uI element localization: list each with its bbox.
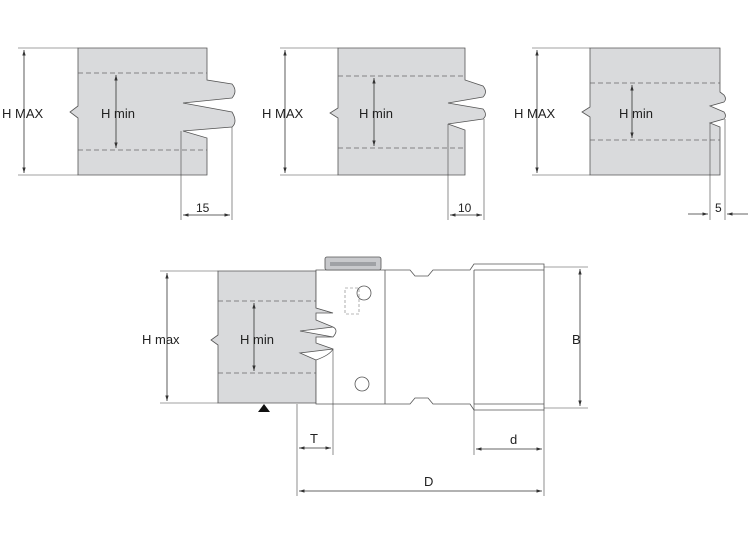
h-min-label: H min xyxy=(619,106,653,121)
depth-label: 10 xyxy=(458,201,472,215)
h-max-label: H MAX xyxy=(514,106,556,121)
d-small-label: d xyxy=(510,432,517,447)
cutter-body xyxy=(315,263,545,411)
h-min-label: H min xyxy=(101,106,135,121)
h-max-label: H MAX xyxy=(2,106,44,121)
h-max-label: H MAX xyxy=(262,106,304,121)
h-max-label: H max xyxy=(142,332,180,347)
h-min-label: H min xyxy=(359,106,393,121)
h-min-label: H min xyxy=(240,332,274,347)
d-large-label: D xyxy=(424,474,433,489)
screw-slot xyxy=(344,287,360,315)
t-label: T xyxy=(310,431,318,446)
depth-label: 15 xyxy=(196,201,210,215)
screw-top-icon xyxy=(356,285,372,301)
profile-diagram-5: H MAX H min 5 xyxy=(514,47,748,220)
workpiece-profile-5 xyxy=(581,47,726,176)
workpiece-profile-10 xyxy=(329,47,486,176)
profile-diagram-10: H MAX H min 10 xyxy=(262,47,486,220)
depth-label: 5 xyxy=(715,201,722,215)
clamp-plate-detail xyxy=(330,262,376,266)
tool-assembly-diagram: H max H min B T d D xyxy=(142,256,588,496)
profile-diagram-15: H MAX H min 15 xyxy=(2,47,236,220)
reference-triangle-icon xyxy=(258,404,270,412)
b-label: B xyxy=(572,332,581,347)
workpiece-profile-15 xyxy=(69,47,236,176)
screw-bottom-icon xyxy=(354,376,370,392)
